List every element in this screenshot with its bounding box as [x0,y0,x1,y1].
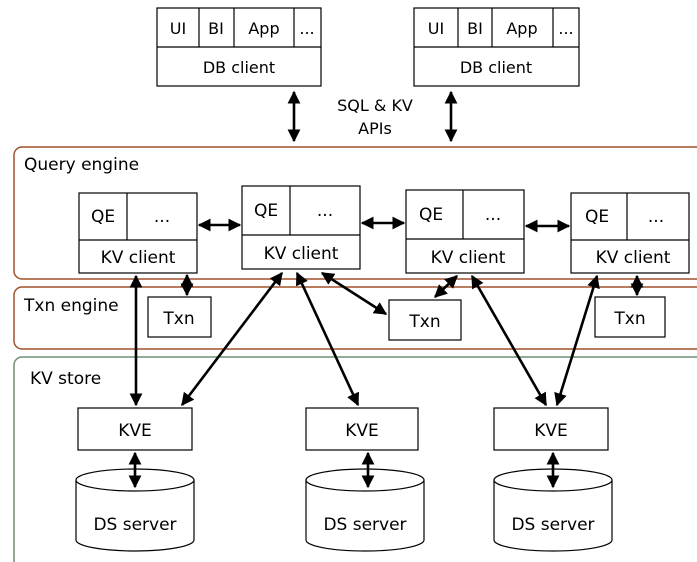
qe-more-label: ... [485,205,501,225]
qe-more-label: ... [648,207,664,227]
app-bi-label: BI [208,19,224,38]
txn-node-3: Txn [594,296,666,338]
kv-client-label: KV client [596,248,671,268]
ds-server-label: DS server [511,515,594,535]
txn-label: Txn [162,309,194,329]
qe-label: QE [585,207,609,227]
qe-label: QE [91,207,115,227]
ds-server-1: DS server [75,468,195,552]
kve-label: KVE [345,421,379,441]
connectors [128,90,644,489]
txn-node-2: Txn [388,299,462,341]
ds-server-3: DS server [493,468,613,552]
ds-server-2: DS server [305,468,425,552]
kve-node-1: KVE [77,407,193,451]
app-ui-label: UI [170,19,186,38]
kv-store-label: KV store [30,369,101,389]
db-client-2: UI BI App ... DB client [413,7,580,87]
api-label-line2: APIs [358,119,392,138]
qe-label: QE [254,201,278,221]
app-app-label: App [248,19,279,38]
kv4-kve3-arrow [554,274,600,407]
txn-label: Txn [613,309,645,329]
kv3-txn2-arrow [434,275,458,298]
kv3-kve3-arrow [470,274,548,407]
app-app-label: App [506,19,537,38]
query-node-4: QE ... KV client [570,192,690,274]
kv-client-label: KV client [431,248,506,268]
kv-client-label: KV client [264,244,339,264]
txn-label: Txn [408,312,440,332]
app-more-label: ... [299,19,314,38]
query-node-1: QE ... KV client [78,192,198,274]
kv2-kve1-arrow [180,271,284,407]
txn-engine-label: Txn engine [23,296,119,316]
txn-node-1: Txn [147,296,212,338]
kve-node-2: KVE [305,407,419,451]
ds-server-label: DS server [93,515,176,535]
app-ui-label: UI [428,19,444,38]
qe-more-label: ... [154,207,170,227]
db-client-label: DB client [460,58,532,77]
kv-store-panel [13,356,697,562]
query-node-2: QE ... KV client [241,185,361,270]
kve-label: KVE [534,421,568,441]
db-client-label: DB client [203,58,275,77]
kve-label: KVE [118,421,152,441]
db-client-1: UI BI App ... DB client [156,7,322,87]
api-label-line1: SQL & KV [337,96,413,115]
qe-label: QE [419,205,443,225]
query-node-3: QE ... KV client [405,189,525,274]
qe-more-label: ... [317,201,333,221]
kv2-kve2-arrow [295,271,360,407]
app-more-label: ... [558,19,573,38]
app-bi-label: BI [467,19,483,38]
kv-client-label: KV client [101,248,176,268]
query-engine-label: Query engine [24,155,139,175]
ds-server-label: DS server [323,515,406,535]
kve-node-3: KVE [493,407,609,451]
